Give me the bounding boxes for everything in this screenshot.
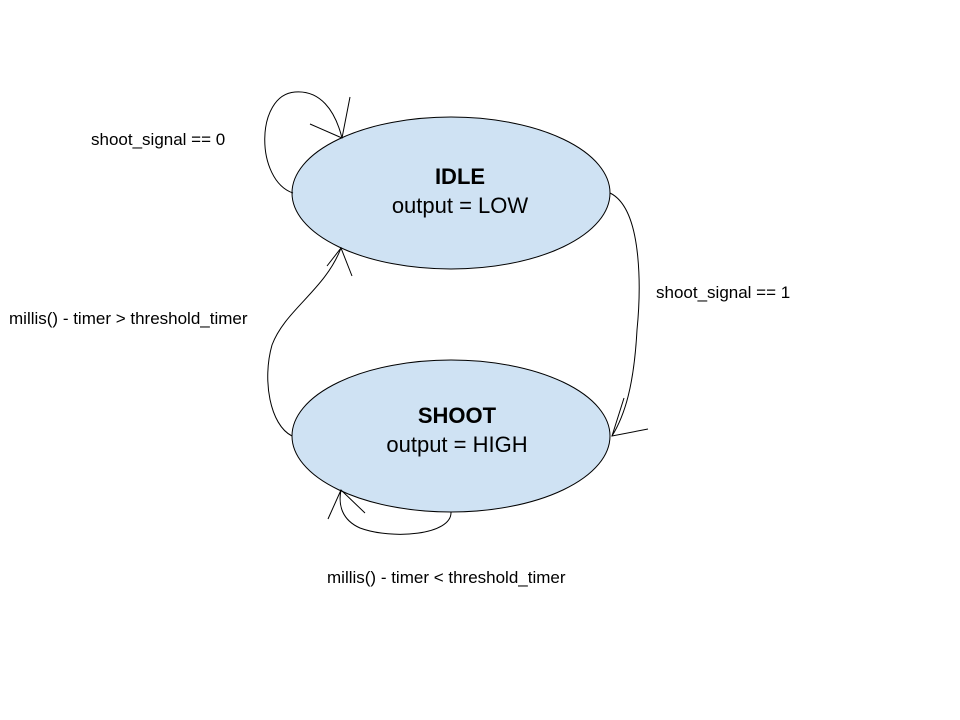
shoot-self-loop-arrowhead — [327, 489, 366, 520]
shoot-to-idle-edge — [267, 247, 342, 437]
state-idle-output: output = LOW — [392, 193, 529, 218]
label-shoot-to-idle: millis() - timer > threshold_timer — [9, 309, 248, 328]
transition-idle-to-shoot — [609, 192, 649, 437]
transition-shoot-to-idle — [267, 247, 353, 437]
idle-self-loop-arrowhead — [309, 96, 351, 139]
idle-self-loop-edge — [264, 91, 343, 194]
state-shoot-output: output = HIGH — [386, 432, 527, 457]
transition-shoot-self-loop — [327, 489, 452, 535]
transition-idle-self-loop — [264, 91, 351, 194]
state-shoot: SHOOT output = HIGH — [291, 359, 611, 513]
idle-to-shoot-arrowhead — [611, 397, 649, 437]
shoot-self-loop-edge — [339, 489, 452, 535]
idle-to-shoot-edge — [609, 192, 640, 437]
label-shoot-self-loop: millis() - timer < threshold_timer — [327, 568, 566, 587]
shoot-to-idle-arrowhead — [326, 247, 353, 277]
state-idle-title: IDLE — [435, 164, 485, 189]
label-idle-to-shoot: shoot_signal == 1 — [656, 283, 790, 302]
state-shoot-title: SHOOT — [418, 403, 497, 428]
label-idle-self-loop: shoot_signal == 0 — [91, 130, 225, 149]
state-idle: IDLE output = LOW — [291, 116, 611, 270]
